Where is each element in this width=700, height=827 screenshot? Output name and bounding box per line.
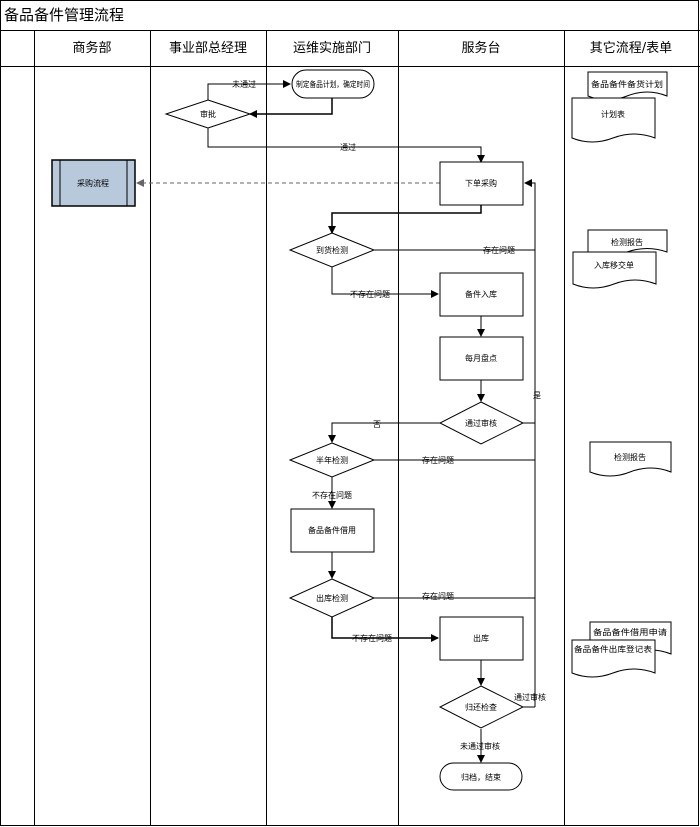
node-end-label: 归档，结束: [461, 772, 501, 782]
edge-order-to-arrival: [328, 205, 482, 234]
node-out: [439, 616, 524, 661]
node-halfyear-check: [288, 442, 376, 478]
edge-label: 未通过: [232, 79, 256, 89]
edge-label: 是: [533, 391, 541, 400]
page-title: 备品备件管理流程: [4, 6, 124, 24]
node-pass-check: [438, 401, 525, 445]
edge-label: 存在问题: [483, 245, 515, 255]
node-arrival-check-label: 到货检测: [316, 245, 348, 255]
edge-outcheck-no-problem: [331, 616, 439, 642]
node-monthly-check-label: 每月盘点: [465, 353, 497, 363]
node-halfyear-check-label: 半年检测: [316, 455, 348, 465]
edge-arrival-no-problem: [331, 267, 439, 298]
node-return-check-label: 归还检查: [465, 702, 497, 712]
lane-header-ops: 运维实施部门: [293, 41, 371, 56]
node-borrow: [290, 508, 375, 553]
node-monthly-check: [439, 336, 524, 381]
edge-pass: [207, 128, 485, 163]
form-test-report-2-doc: [589, 441, 672, 477]
node-arrival-check: [288, 232, 376, 268]
form-test-report-1-label: 检测报告: [611, 237, 643, 247]
edge-label: 不存在问题: [312, 490, 352, 500]
edge-not-pass: [207, 80, 291, 100]
node-purchase-flow: [51, 159, 136, 207]
lane-header-service-desk: 服务台: [461, 40, 500, 56]
form-stock-in-label: 入库移交单: [594, 260, 634, 270]
node-stock-in-label: 备件入库: [465, 289, 497, 299]
node-order-label: 下单采购: [465, 178, 497, 188]
lane-header-gm: 事业部总经理: [169, 41, 247, 56]
form-out-record-doc: [571, 639, 656, 678]
node-stock-in: [439, 272, 524, 317]
node-borrow-label: 备品备件借用: [308, 525, 356, 535]
lane-header-other-forms: 其它流程/表单: [590, 40, 672, 56]
form-out-record-label: 备品备件出库登记表: [574, 644, 652, 654]
node-end: [439, 762, 523, 791]
form-test-report-2-label: 检测报告: [614, 452, 646, 462]
node-plan: [291, 69, 375, 99]
lane-header-business: 商务部: [72, 40, 111, 56]
edge-label: 通过: [340, 142, 356, 152]
node-plan-label: 制定备品计划，确定时间: [296, 79, 370, 89]
node-out-check-label: 出库检测: [316, 593, 348, 603]
form-schedule-label: 计划表: [601, 109, 625, 119]
edge-loop-back: [524, 179, 536, 707]
edge-label: 不存在问题: [352, 633, 392, 643]
node-purchase-flow-label: 采购流程: [77, 178, 109, 188]
edge-label: 否: [373, 420, 381, 429]
node-approve-label: 审批: [200, 109, 216, 119]
node-order: [439, 161, 524, 206]
form-borrow-label: 备品备件借用申请: [593, 627, 667, 637]
edge-label: 存在问题: [422, 455, 454, 465]
edge-label: 不存在问题: [350, 289, 390, 299]
edge-plan-to-approve: [249, 98, 333, 118]
node-return-check: [438, 685, 525, 729]
edge-label: 存在问题: [422, 591, 454, 601]
node-approve: [164, 99, 252, 129]
form-schedule-doc: [571, 97, 656, 143]
edge-label: 未通过审核: [460, 741, 500, 751]
edge-no: [328, 422, 440, 443]
form-stock-in-doc: [572, 251, 657, 289]
node-out-label: 出库: [473, 633, 489, 643]
node-out-check: [288, 578, 376, 618]
node-pass-check-label: 通过审核: [465, 418, 497, 428]
form-plan-label: 备品备件备货计划: [591, 79, 663, 89]
edge-label: 通过审核: [514, 692, 546, 702]
